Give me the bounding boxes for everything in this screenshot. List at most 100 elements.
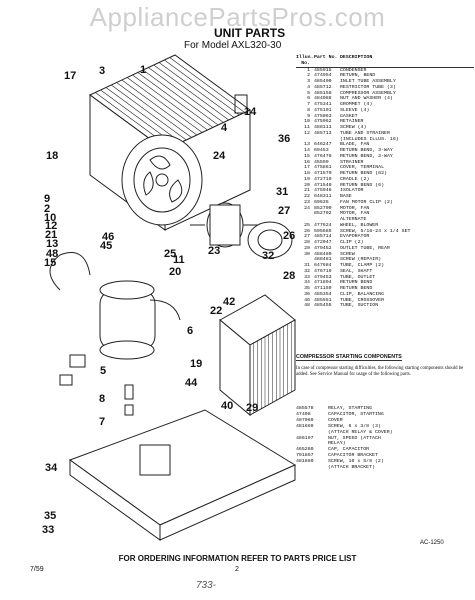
parts-row-description: SCREW (4)	[340, 125, 367, 130]
parts-row-description: TUBE, CROSSOVER	[340, 297, 385, 303]
callout: 21	[45, 229, 58, 241]
parts-row-part-no: 471159	[314, 286, 332, 291]
parts-row-ill-no: 17	[304, 165, 310, 171]
compressor-row-description: SCREW, 10 x 5/8 (2)	[328, 459, 384, 465]
callout: 13	[46, 238, 59, 250]
parts-row-description: CONDENSER	[340, 67, 367, 73]
callout: 22	[210, 305, 223, 317]
page-number: 2	[235, 566, 239, 573]
parts-row-description: BASE	[340, 194, 352, 199]
parts-row-part-no: 485158	[314, 90, 332, 96]
compressor-row-description: COVER	[328, 417, 343, 423]
parts-row-ill-no: 14	[304, 148, 310, 153]
parts-row-part-no: 471570	[314, 171, 332, 176]
isolator	[69, 354, 86, 368]
page-subtitle: For Model AXL320-30	[184, 40, 282, 51]
parts-row-description: RETURN, BEND	[340, 73, 376, 79]
parts-row-part-no: 475946	[314, 188, 332, 194]
callout: 18	[46, 150, 59, 162]
parts-row-part-no: 485712	[314, 84, 332, 90]
parts-row: 30 488480 SCREW	[296, 252, 474, 258]
parts-row-part-no: 485915	[314, 67, 332, 73]
parts-row-description: CLIP, BALANCING	[340, 291, 385, 297]
blower-wheel	[247, 221, 293, 259]
parts-row-description: BLADE, FAN	[340, 142, 370, 148]
parts-row-description: OUTLET TUBE, REAR	[340, 245, 390, 251]
callout: 11	[173, 254, 185, 266]
compressor-row-description: CAPACITOR BRACKET	[328, 453, 378, 459]
callout: 28	[283, 270, 296, 282]
compressor-row-description: (ATTACH BRACKET)	[328, 465, 375, 471]
parts-row-ill-no: 6	[307, 96, 310, 102]
parts-row-description: RETAINER	[340, 119, 364, 125]
parts-row-part-no: 45599	[314, 159, 329, 165]
parts-row-description: SEAL, SHAFT	[340, 268, 373, 274]
parts-row-description: TUBE AND STRAINER	[340, 130, 390, 136]
compressor-row-description: CAP, CAPACITOR	[328, 447, 370, 453]
parts-row-description: COMPRESSOR ASSEMBLY	[340, 90, 396, 96]
evaporator-coil	[219, 294, 296, 417]
parts-row-ill-no: 9	[307, 113, 310, 119]
parts-row-ill-no: 12	[304, 130, 310, 136]
fan-blade	[121, 134, 203, 226]
compressor-row-part-no: 465280	[296, 447, 314, 453]
compressor-row-part-no: 481669	[296, 423, 314, 429]
parts-row-description: MOTOR, FAN	[340, 211, 370, 217]
parts-row-part-no: 475341	[314, 102, 332, 107]
callout: 33	[42, 524, 55, 536]
parts-row-ill-no: 13	[304, 142, 310, 148]
compressor-row-description: RELAY)	[328, 441, 346, 447]
parts-row-ill-no: 35	[304, 286, 310, 291]
parts-row-description: WHEEL, BLOWER	[340, 222, 379, 228]
callout: 36	[278, 133, 291, 145]
parts-row-part-no: 472047	[314, 240, 332, 245]
parts-row-part-no: 648311	[314, 194, 332, 199]
callout: 24	[213, 150, 226, 162]
compressor-row-part-no: 47408	[296, 411, 311, 417]
callout: 3	[99, 65, 106, 77]
parts-row-description: NUT AND WASHER (4)	[340, 96, 393, 102]
compressor-row: 487069 COVER	[296, 418, 474, 424]
parts-row-description: SCREW	[340, 251, 355, 257]
parts-row-ill-no: 8	[307, 107, 310, 113]
parts-row-part-no: 69635	[314, 199, 329, 205]
callout: 35	[44, 510, 57, 522]
watermark: AppliancePartsPros.com	[89, 2, 386, 32]
callout: 23	[208, 245, 221, 257]
balancing-clip	[234, 94, 248, 114]
parts-row-description: ISOLATOR	[340, 188, 364, 194]
parts-row-description: RETURN BEND, 3-WAY	[340, 153, 393, 159]
parts-row-part-no: 479453	[314, 274, 332, 280]
callout: 25	[164, 248, 177, 260]
parts-row-description: MOTOR, FAN	[340, 205, 370, 211]
parts-row-description: RETURN BEND	[340, 286, 373, 291]
parts-row-description: (INCLUDES ILLUS. 16)	[340, 136, 399, 142]
parts-row-part-no: 488480	[314, 251, 332, 257]
parts-row-part-no: 472719	[314, 176, 332, 182]
parts-row-ill-no: 24	[304, 205, 310, 211]
col-description: DESCRIPTION	[340, 55, 373, 60]
parts-row-ill-no: 30	[304, 251, 310, 257]
callout: 42	[223, 296, 236, 308]
parts-row-part-no: 475062	[314, 119, 332, 125]
compressor-row-part-no: 487069	[296, 417, 314, 423]
parts-row-description: RETURN BEND	[340, 280, 373, 286]
